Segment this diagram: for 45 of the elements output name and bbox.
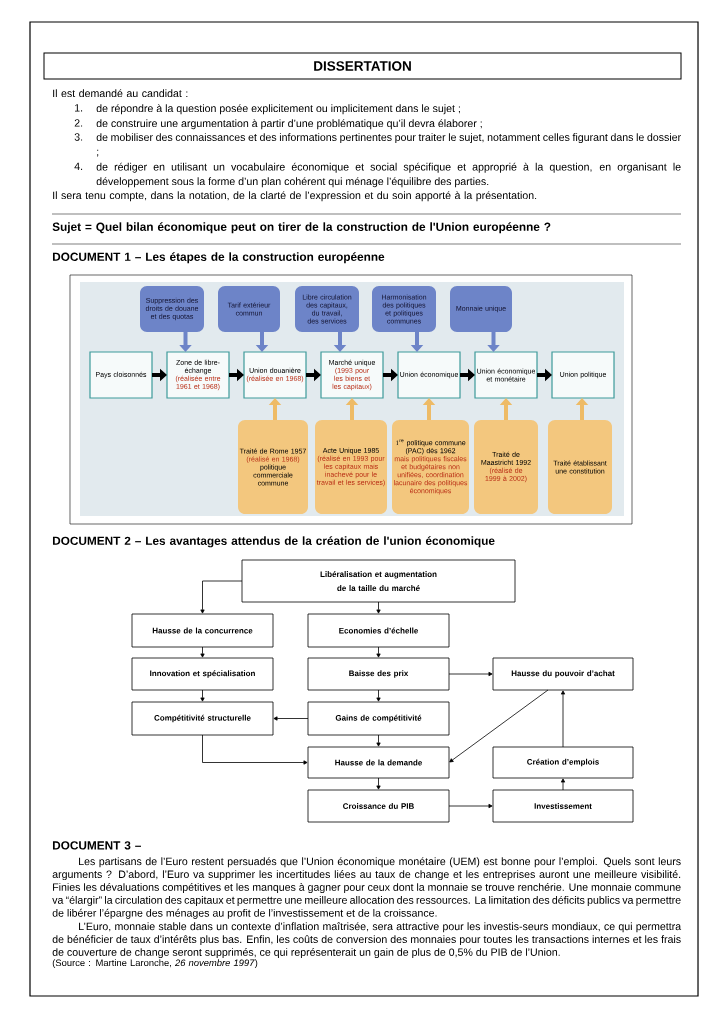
flow-box: Economies d’échelle <box>307 613 450 648</box>
arrow <box>200 646 205 658</box>
arrow <box>200 689 205 702</box>
arrow <box>202 734 308 765</box>
document-heading: DOCUMENT 3 – <box>53 841 141 850</box>
document-heading: DOCUMENT 2 – Les avantages attendus de la création de l'union économique <box>53 536 495 548</box>
flow-box: Libéralisation et augmentation de la taille du marché <box>241 559 516 603</box>
subject-heading: Sujet = Quel bilan économique peut on tirer de la construction de l'Union européenne ? <box>52 222 551 234</box>
title-box: DISSERTATION <box>43 52 682 80</box>
arrow <box>449 689 549 763</box>
flow-box: Hausse de la concurrence <box>131 613 274 648</box>
arrow <box>376 734 381 747</box>
arrow <box>376 646 381 658</box>
list-number: 4. <box>74 162 83 170</box>
list-item: de répondre à la question posée explicitement ou implicitement dans le sujet ; <box>96 104 460 115</box>
paragraph: Les partisans de l’Euro restent persuadés que l’Union économique monétaire (UEM) est bonne pour l’emploi. Quels sont leurs arguments ? D’abord, l’Euro va supprimer les incertitudes liées au taux de change et les entreprises auront une meilleure visibilité. Finies les dévaluations compétitives et les manques à gagner pour ceux dont la monnaie se trouve renchérie. Une monnaie commune va “élargir” la circulation des capitaux et permettre une meilleure allocation des ressources. La limitation des déficits publics va permettre de libérer l’épargne des ménages au profit de l’investissement et de la croissance. <box>52 857 681 919</box>
flow-box: Hausse de la demande <box>307 746 450 779</box>
list-number: 1. <box>75 104 83 112</box>
arrow <box>376 601 381 614</box>
paragraph: L’Euro, monnaie stable dans un contexte d’inflation maîtrisée, sera attractive pour les investis-seurs mondiaux, ce qui permettra de bénéficier de taux d’intérêts plus bas. Enfin, les coûts de conversion des monnaies pour toutes les transactions internes et les frais de couverture de change seront supprimés, ce qui représenterait un gain de plus de 0,5% du PIB de l’Union. <box>52 922 682 958</box>
flow-box: Création d’emplois <box>492 746 634 779</box>
arrow <box>560 690 566 748</box>
arrow <box>448 671 493 677</box>
list-item: de rédiger en utilisant un vocabulaire économique et social spécifique et approprié à la question, en organisant le développement sous la forme d’un plan cohérent qui ménage l’équilibre des parties. <box>96 162 681 188</box>
arrow <box>200 580 243 614</box>
list-number: 3. <box>74 133 83 141</box>
list-item: de mobiliser des connaissances et des informations pertinentes pour traiter le sujet, notamment celles figurant dans le dossier ; <box>96 133 681 157</box>
document-heading: DOCUMENT 1 – Les étapes de la construction européenne <box>53 252 385 264</box>
flow-box: Baisse des prix <box>307 657 450 691</box>
list-item: de construire une argumentation à partir d’une problématique qu’il devra élaborer ; <box>96 119 482 130</box>
flow-box: Innovation et spécialisation <box>131 657 274 691</box>
flow-box: Compétitivité structurelle <box>131 701 274 736</box>
instruction-text: Il est demandé au candidat : <box>53 89 188 98</box>
flow-box: Croissance du PIB <box>307 789 450 823</box>
instruction-text: Il sera tenu compte, dans la notation, de la clarté de l’expression et du soin apporté à la présentation. <box>53 191 537 202</box>
arrow <box>273 716 309 721</box>
list-number: 2. <box>74 119 83 127</box>
arrow <box>448 803 493 809</box>
arrow <box>376 777 381 790</box>
flow-box: Investissement <box>492 789 634 823</box>
arrow <box>376 689 381 702</box>
flow-box: Gains de compétitivité <box>307 701 450 736</box>
flow-box: Hausse du pouvoir d’achat <box>492 657 634 691</box>
source-note: (Source : Martine Laronche, 26 novembre 1997) <box>52 959 258 968</box>
arrow <box>560 778 566 791</box>
